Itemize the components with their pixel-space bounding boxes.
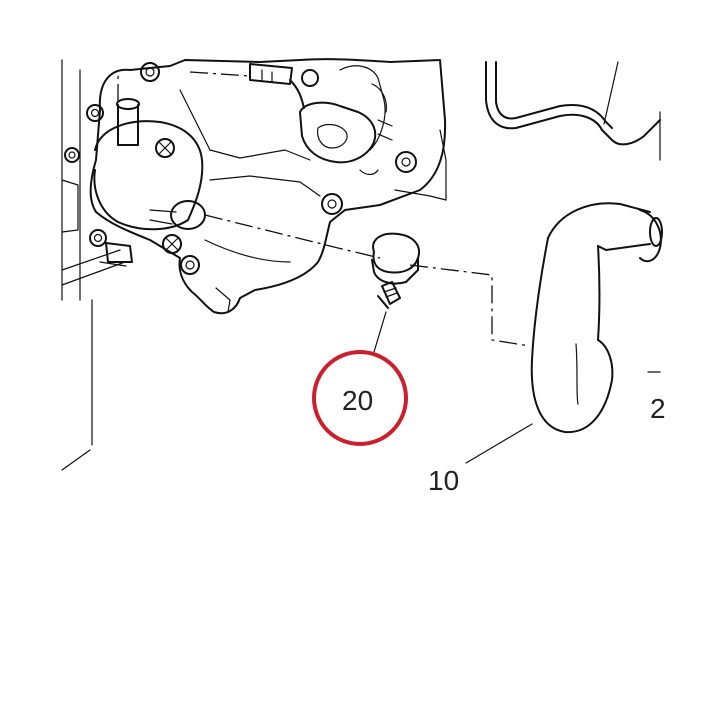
- bolt-icon: [162, 234, 182, 254]
- bolt-icon: [89, 229, 107, 247]
- coolant-hose: [530, 202, 663, 434]
- callout-label-20: 20: [342, 385, 373, 416]
- bolt-icon: [140, 62, 160, 82]
- bolt-icon: [155, 138, 175, 158]
- bolt-icon: [321, 193, 343, 215]
- callout-2-partial[interactable]: 2: [647, 371, 666, 424]
- callout-label-partial: 2: [650, 393, 666, 424]
- highlight-ring: [312, 350, 408, 446]
- engine-assembly: [61, 58, 447, 471]
- bolt-icon: [301, 69, 319, 87]
- callout-20[interactable]: 20: [312, 311, 408, 446]
- radiator-outline: [485, 61, 661, 161]
- callout-10[interactable]: 10: [428, 423, 533, 496]
- hose-clamp: [371, 232, 420, 309]
- bolt-icon: [180, 255, 200, 275]
- bolt-icon: [395, 151, 417, 173]
- bolt-icon: [86, 104, 104, 122]
- assembly-line: [117, 70, 531, 347]
- callout-label-10: 10: [428, 465, 459, 496]
- bolt-icon: [64, 147, 80, 163]
